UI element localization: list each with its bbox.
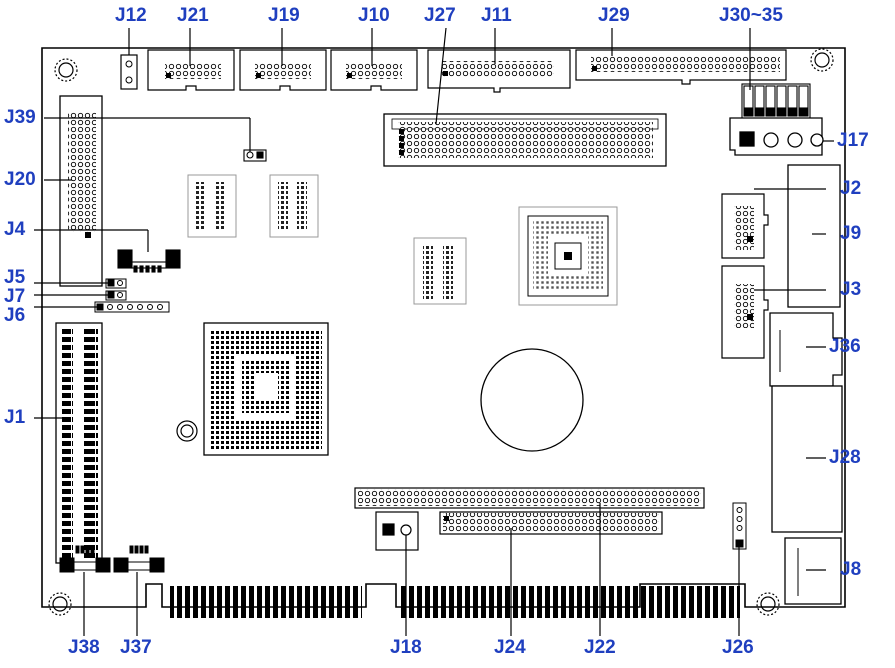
edge-fingers-right [400,586,740,618]
mounting-hole-bottom-left [48,592,72,616]
label-j37: J37 [120,637,152,658]
label-j24: J24 [494,637,526,658]
battery [480,348,584,452]
leader-lines [34,27,834,636]
label-j8: J8 [840,559,862,580]
label-j3: J3 [840,279,862,300]
label-j21: J21 [177,5,209,26]
connector-j10 [330,49,418,91]
label-j38: J38 [68,637,100,658]
edge-fingers-left [170,586,362,618]
label-j4: J4 [4,219,26,240]
label-j7: J7 [4,286,26,307]
label-j12: J12 [115,5,147,26]
connector-j4 [117,249,181,273]
label-j26: J26 [722,637,754,658]
label-j6: J6 [4,305,26,326]
mounting-hole-bottom-right [756,592,780,616]
connector-j9 [787,164,841,308]
label-j5: J5 [4,267,26,288]
connector-j12 [120,54,138,90]
label-j20: J20 [4,169,36,190]
connector-j17 [729,117,824,156]
label-j36: J36 [829,336,861,357]
jumper-j7 [105,290,127,301]
label-j2: J2 [840,178,862,199]
connector-j37 [113,545,165,573]
connector-j27 [383,113,667,167]
jumper-j5 [105,278,127,289]
connector-j6 [94,301,170,313]
label-j11: J11 [481,5,512,26]
label-j22: J22 [584,637,616,658]
label-j27: J27 [424,5,456,26]
connector-j18 [375,511,419,551]
label-j10: J10 [358,5,390,26]
connector-j8 [784,537,842,605]
connector-j1 [55,322,103,564]
connector-j39 [243,149,267,162]
label-j29: J29 [598,5,630,26]
connector-j11 [427,49,571,93]
connector-j19 [239,49,327,91]
connector-j28 [771,385,843,533]
label-j17: J17 [837,130,869,151]
connector-j38 [59,545,111,573]
label-j9: J9 [840,223,862,244]
bga-chip-right [518,206,618,306]
label-j18: J18 [390,637,422,658]
jumpers-j30-35 [741,83,811,121]
connector-j22 [354,487,705,509]
label-j19: J19 [268,5,300,26]
chip-left-upper [187,174,237,238]
standoff-hole [176,420,198,442]
chip-right-upper [269,174,319,238]
label-j1: J1 [4,407,26,428]
chip-center [413,237,467,305]
connector-j20 [59,95,103,287]
connector-j29 [575,49,787,85]
mounting-hole-top-left [54,58,78,82]
pcb-outline [41,47,846,608]
label-j39: J39 [4,107,36,128]
connector-j24 [439,511,663,535]
connector-j26 [732,502,747,550]
connector-j2 [721,193,769,259]
label-j28: J28 [829,447,861,468]
label-j30-35: J30~35 [719,5,783,26]
cpu-bga [203,322,329,456]
mounting-hole-top-right [810,48,834,72]
connector-j21 [147,49,235,91]
connector-j3 [721,265,769,359]
